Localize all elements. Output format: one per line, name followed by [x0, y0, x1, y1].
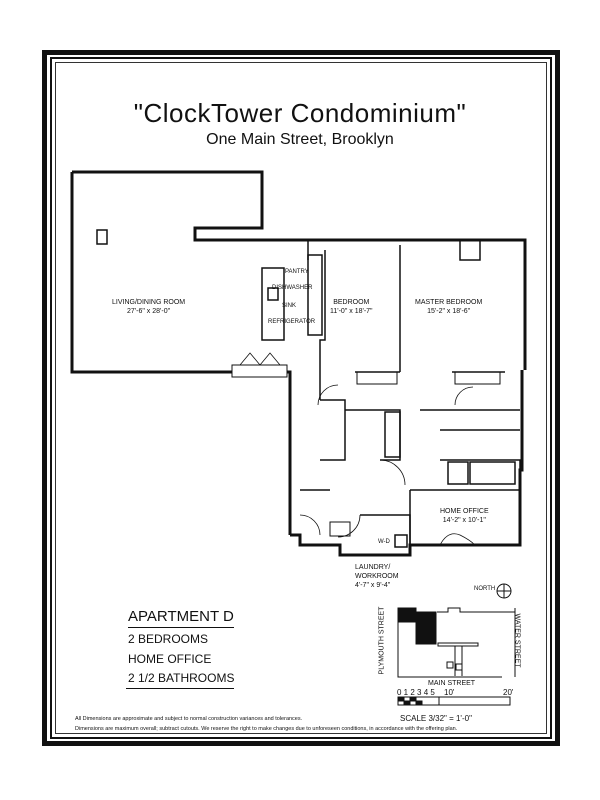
room-name: HOME OFFICE: [440, 508, 489, 515]
room-name: LAUNDRY/: [355, 564, 391, 571]
room-name: BEDROOM: [333, 299, 370, 306]
pantry-label: PANTRY: [285, 269, 309, 275]
divider: [126, 688, 234, 689]
site-map: [397, 607, 516, 678]
room-name-2: WORKROOM: [355, 573, 399, 580]
dishwasher-label: DISHWASHER: [272, 285, 313, 291]
north-compass-icon: [496, 583, 512, 599]
feature-bathrooms: 2 1/2 BATHROOMS: [128, 671, 235, 685]
sink-label: SINK: [282, 303, 297, 309]
scale-20: 20': [503, 688, 514, 697]
apartment-title: APARTMENT D: [128, 608, 234, 628]
room-dims: 4'-7" x 9'-4": [355, 582, 391, 589]
middle-border: [50, 57, 552, 739]
scale-bar: [397, 696, 511, 706]
scale-label: SCALE 3/32" = 1'-0": [400, 714, 472, 723]
disclaimer-2: Dimensions are maximum overall; subtract…: [75, 726, 458, 732]
washer-dryer-label: W-D: [378, 539, 390, 545]
feature-office: HOME OFFICE: [128, 652, 212, 666]
room-name: MASTER BEDROOM: [415, 299, 483, 306]
room-name: LIVING/DINING ROOM: [112, 299, 186, 306]
disclaimer-1: All Dimensions are approximate and subje…: [75, 716, 303, 722]
outer-border: [42, 50, 560, 746]
laundry-label: LAUNDRY/ WORKROOM 4'-7" x 9'-4": [355, 563, 399, 590]
interior-walls: [96, 229, 521, 548]
water-street-label: WATER STREET: [513, 613, 521, 668]
inner-border: [55, 62, 547, 734]
page-subtitle: One Main Street, Brooklyn: [206, 131, 394, 148]
refrigerator-label: REFRIGERATOR: [268, 319, 316, 325]
bedroom-label: BEDROOM 11'-0" x 18'-7": [330, 298, 373, 316]
room-dims: 11'-0" x 18'-7": [330, 308, 373, 315]
room-dims: 14'-2" x 10'-1": [442, 517, 486, 524]
page-title: "ClockTower Condominium": [133, 98, 467, 128]
room-dims: 27'-6" x 28'-0": [127, 308, 171, 315]
doors: [239, 352, 476, 546]
feature-bedrooms: 2 BEDROOMS: [128, 632, 209, 646]
scale-ticks: 0 1 2 3 4 5: [397, 688, 435, 697]
north-label: NORTH: [474, 586, 496, 592]
exterior-walls: [70, 170, 527, 557]
home-office-label: HOME OFFICE 14'-2" x 10'-1": [440, 507, 489, 525]
living-room-label: LIVING/DINING ROOM 27'-6" x 28'-0": [112, 298, 185, 316]
master-bedroom-label: MASTER BEDROOM 15'-2" x 18'-6": [415, 298, 482, 316]
plymouth-street-label: PLYMOUTH STREET: [378, 606, 386, 675]
main-street-label: MAIN STREET: [428, 680, 476, 687]
room-dims: 15'-2" x 18'-6": [427, 308, 471, 315]
scale-10: 10': [444, 688, 455, 697]
